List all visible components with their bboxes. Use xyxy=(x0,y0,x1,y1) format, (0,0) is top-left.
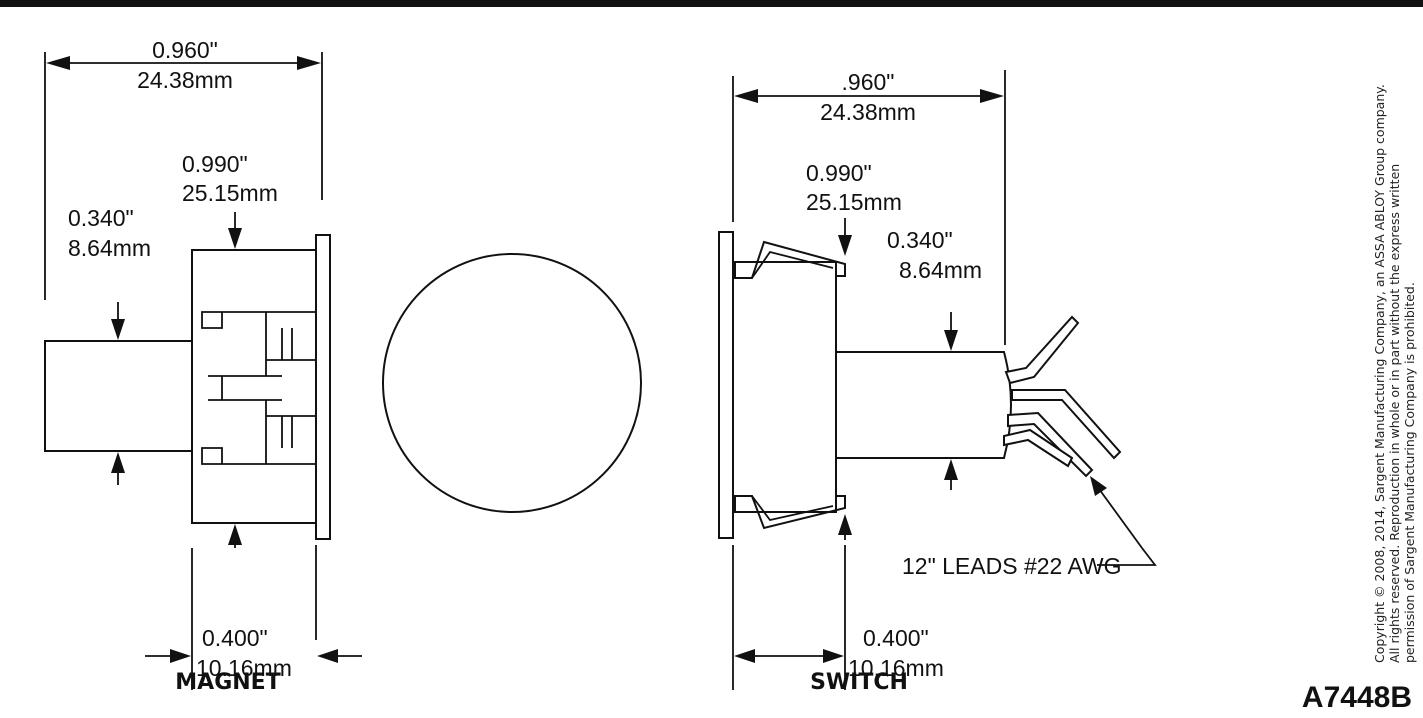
switch-lower-clip xyxy=(734,495,846,530)
switch-flange-dimension: 0.400" 10.16mm xyxy=(732,545,944,690)
drawing-code: A7448B xyxy=(1302,681,1412,714)
magnet-body xyxy=(191,249,317,524)
magnet-tip-dimension: 0.340" 8.64mm xyxy=(68,205,151,485)
copyright-notice: Copyright © 2008, 2014, Sargent Manufact… xyxy=(1372,84,1417,663)
switch-width-dimension: .960" 24.38mm xyxy=(732,69,1006,345)
switch-flange-in: 0.400" xyxy=(863,625,929,651)
magnet-tip-mm: 8.64mm xyxy=(68,235,151,261)
switch-width-mm: 24.38mm xyxy=(820,99,916,125)
switch-leads-label: 12" LEADS #22 AWG xyxy=(902,553,1122,579)
magnet-clips xyxy=(201,311,316,465)
switch-caption: SWITCH xyxy=(810,670,908,695)
switch-tip-dimension: 0.340" 8.64mm xyxy=(887,227,982,490)
magnet-width-in: 0.960" xyxy=(152,37,218,63)
switch-flange xyxy=(718,231,734,539)
magnet-body-dimension: 0.990" 25.15mm xyxy=(182,151,278,548)
switch-width-in: .960" xyxy=(842,69,895,95)
magnet-flange xyxy=(315,234,331,540)
magnet-tip-in: 0.340" xyxy=(68,205,134,231)
top-border xyxy=(0,0,1423,7)
copyright-line-2: All rights reserved. Reproduction in who… xyxy=(1387,164,1402,663)
switch-view: .960" 24.38mm 0.990" 25.15mm 0.340" 8.64… xyxy=(718,69,1157,695)
end-view-circle xyxy=(382,253,642,513)
switch-flange-mm: 10.16mm xyxy=(848,655,944,681)
magnet-caption: MAGNET xyxy=(175,670,280,695)
magnet-width-mm: 24.38mm xyxy=(137,67,233,93)
switch-body-mm: 25.15mm xyxy=(806,189,902,215)
switch-leads-callout: 12" LEADS #22 AWG xyxy=(902,476,1157,579)
switch-leads xyxy=(1003,315,1122,478)
switch-upper-clip xyxy=(734,240,846,279)
magnet-tip xyxy=(44,340,193,452)
switch-body xyxy=(732,261,837,513)
magnet-body-in: 0.990" xyxy=(182,151,248,177)
copyright-line-3: permission of Sargent Manufacturing Comp… xyxy=(1402,282,1417,663)
magnet-width-dimension: 0.960" 24.38mm xyxy=(44,37,323,300)
switch-body-dimension: 0.990" 25.15mm xyxy=(806,160,902,540)
switch-tip xyxy=(835,351,1012,459)
switch-tip-in: 0.340" xyxy=(887,227,953,253)
switch-tip-mm: 8.64mm xyxy=(899,257,982,283)
copyright-line-1: Copyright © 2008, 2014, Sargent Manufact… xyxy=(1372,84,1387,663)
magnet-view: 0.960" 24.38mm 0.990" 25.15mm 0.340" 8.6… xyxy=(44,37,362,695)
magnet-flange-in: 0.400" xyxy=(202,625,268,651)
switch-body-in: 0.990" xyxy=(806,160,872,186)
magnet-flange-mm: 10.16mm xyxy=(196,655,292,681)
magnet-body-mm: 25.15mm xyxy=(182,180,278,206)
magnet-flange-dimension: 0.400" 10.16mm xyxy=(145,545,362,690)
